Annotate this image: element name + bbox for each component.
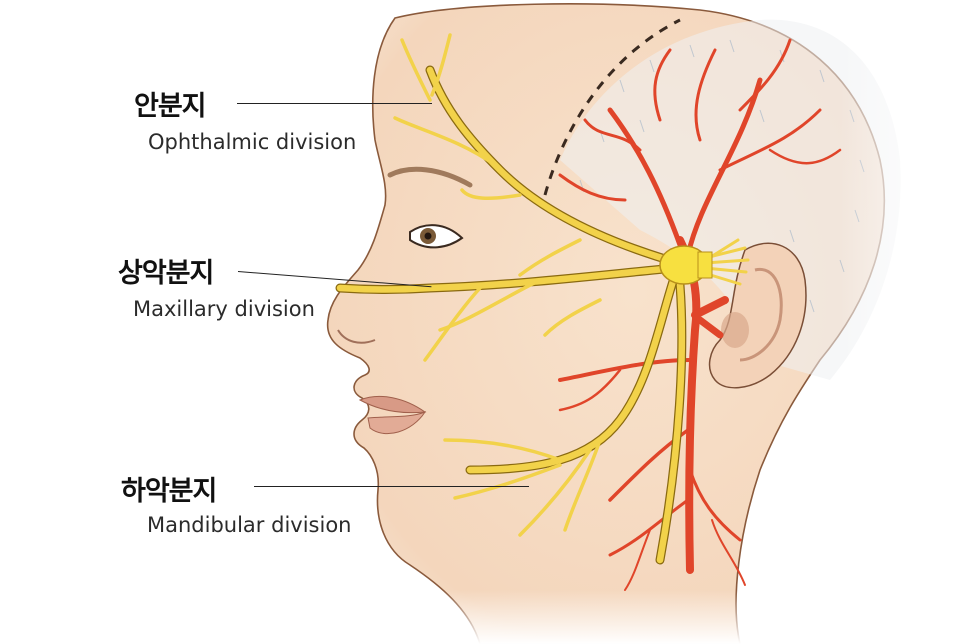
nerves bbox=[335, 33, 687, 565]
leader-line-ophthalmic bbox=[237, 103, 432, 105]
eye bbox=[409, 224, 464, 249]
hairline-dashed bbox=[543, 18, 681, 196]
label-maxillary-korean: 상악분지 bbox=[118, 258, 214, 289]
label-maxillary-english: Maxillary division bbox=[133, 297, 315, 321]
hair-region bbox=[560, 19, 901, 380]
leader-line-mandibular bbox=[254, 486, 529, 488]
lips bbox=[358, 395, 427, 435]
trigeminal-ganglion bbox=[659, 238, 750, 286]
label-mandibular-korean: 하악분지 bbox=[121, 476, 217, 507]
label-ophthalmic-korean: 안분지 bbox=[134, 91, 207, 122]
label-ophthalmic-english: Ophthalmic division bbox=[148, 130, 357, 154]
label-mandibular-english: Mandibular division bbox=[147, 513, 352, 537]
eyebrow bbox=[387, 166, 473, 188]
